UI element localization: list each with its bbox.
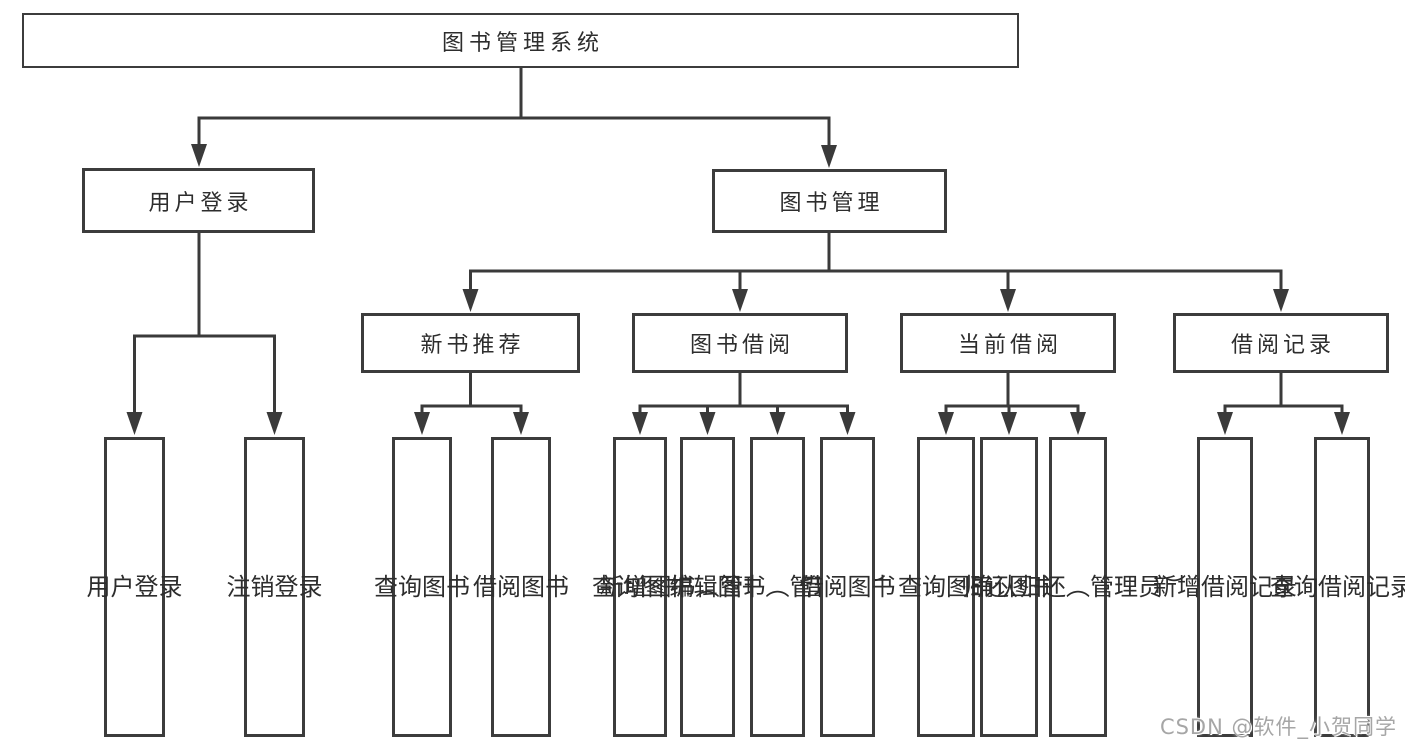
connector-root — [191, 68, 837, 168]
connector-user-login — [126, 233, 283, 435]
node-root-system: 图书管理系统 — [22, 13, 1019, 68]
leaf-logout: 注销登录 — [227, 437, 323, 737]
connector-book-borrow — [632, 373, 856, 435]
node-user-login: 用户登录 — [82, 168, 315, 233]
leaf-add-borrow-record: 新增借阅记录 — [1153, 437, 1297, 737]
leaf-borrow-books: 借阅图书 — [800, 437, 896, 737]
node-current-borrowing: 当前借阅 — [900, 313, 1116, 373]
leaf-borrow-books-recommend: 借阅图书 — [473, 437, 569, 737]
connector-borrow-records — [1217, 373, 1350, 435]
leaf-query-books-borrowing: 查询图书 — [592, 437, 688, 737]
connector-book-mgmt — [462, 233, 1289, 312]
connector-new-books — [414, 373, 529, 435]
node-book-management: 图书管理 — [712, 169, 947, 233]
csdn-watermark: CSDN @软件_小贺同学 — [1159, 715, 1397, 739]
leaf-query-books-recommend: 查询图书 — [374, 437, 470, 737]
node-book-borrowing: 图书借阅 — [632, 313, 848, 373]
leaf-query-borrow-record: 查询借阅记录 — [1270, 437, 1405, 737]
connector-current-borrow — [938, 373, 1086, 435]
node-new-book-recommend: 新书推荐 — [361, 313, 580, 373]
leaf-return-book: 归还图书 — [961, 437, 1057, 737]
leaf-user-login: 用户登录 — [87, 437, 183, 737]
leaf-confirm-return-admin: 确认归还︵管理员︶ — [970, 437, 1186, 737]
node-borrowing-records: 借阅记录 — [1173, 313, 1389, 373]
